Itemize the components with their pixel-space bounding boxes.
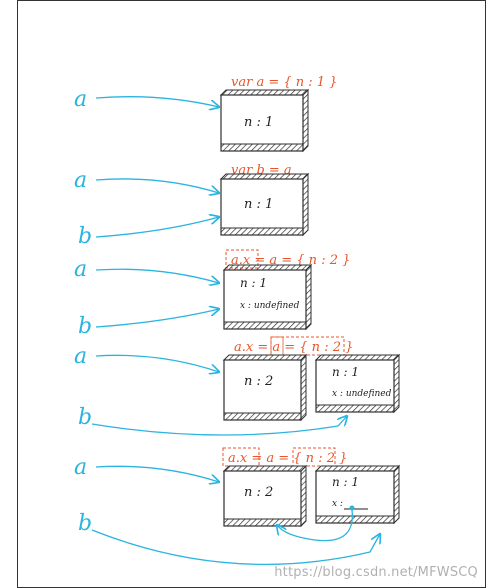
prop-n: n : 1 bbox=[244, 197, 273, 212]
prop-n: n : 1 bbox=[240, 276, 267, 290]
step-3: a.x = a = { n : 2 } a b n : 1 x : undefi… bbox=[74, 249, 350, 339]
ref-arrow bbox=[91, 416, 347, 436]
object-box-old bbox=[314, 353, 401, 414]
ref-arrow bbox=[95, 354, 219, 372]
ref-arrow bbox=[95, 96, 219, 107]
object-box-old bbox=[314, 464, 401, 525]
highlight-n2 bbox=[292, 447, 336, 467]
object-box-new bbox=[222, 353, 308, 422]
step-3-code: a.x = a = { n : 2 } bbox=[231, 253, 350, 268]
watermark-text: https://blog.csdn.net/MFWSCQ bbox=[274, 565, 478, 580]
prop-n: n : 2 bbox=[244, 485, 273, 500]
var-b-label: b bbox=[78, 511, 92, 536]
step-1-code: var a = { n : 1 } bbox=[231, 75, 337, 90]
step-5: a.x = a = { n : 2 } a b n : 2 n : 1 x : bbox=[74, 447, 401, 565]
var-a-label: a bbox=[74, 455, 87, 480]
prop-n: n : 1 bbox=[244, 115, 273, 130]
x-pointer-dot bbox=[349, 505, 355, 511]
step-4: a.x = a = { n : 2 } a b n : 2 n : 1 x : … bbox=[74, 336, 401, 436]
prop-x-undefined: x : undefined bbox=[240, 301, 300, 311]
object-box bbox=[219, 172, 310, 237]
ref-arrow bbox=[95, 309, 219, 328]
step-4-code: a.x = a = { n : 2 } bbox=[234, 340, 353, 355]
var-b-label: b bbox=[78, 405, 92, 430]
ref-arrow bbox=[95, 465, 219, 482]
object-box-new bbox=[222, 464, 308, 528]
var-a-label: a bbox=[74, 87, 87, 112]
ref-arrow bbox=[95, 217, 219, 238]
prop-n: n : 1 bbox=[332, 475, 359, 489]
x-pointer-arrow bbox=[277, 509, 353, 542]
prop-x-undefined: x : undefined bbox=[332, 389, 392, 399]
step-2: var b = a a b n : 1 bbox=[74, 163, 310, 249]
prop-n: n : 1 bbox=[332, 365, 359, 379]
var-a-label: a bbox=[74, 344, 87, 369]
step-1: var a = { n : 1 } a n : 1 bbox=[74, 75, 337, 153]
ref-arrow bbox=[91, 529, 380, 565]
step-5-code: a.x = a = { n : 2 } bbox=[228, 451, 347, 466]
var-a-label: a bbox=[74, 257, 87, 282]
prop-x-key: x : bbox=[332, 499, 343, 509]
object-box bbox=[219, 88, 310, 153]
ref-arrow bbox=[95, 268, 219, 283]
prop-n: n : 2 bbox=[244, 374, 273, 389]
var-b-label: b bbox=[78, 314, 92, 339]
ref-arrow bbox=[95, 178, 219, 193]
var-b-label: b bbox=[78, 224, 92, 249]
object-box bbox=[222, 263, 313, 331]
var-a-label: a bbox=[74, 168, 87, 193]
